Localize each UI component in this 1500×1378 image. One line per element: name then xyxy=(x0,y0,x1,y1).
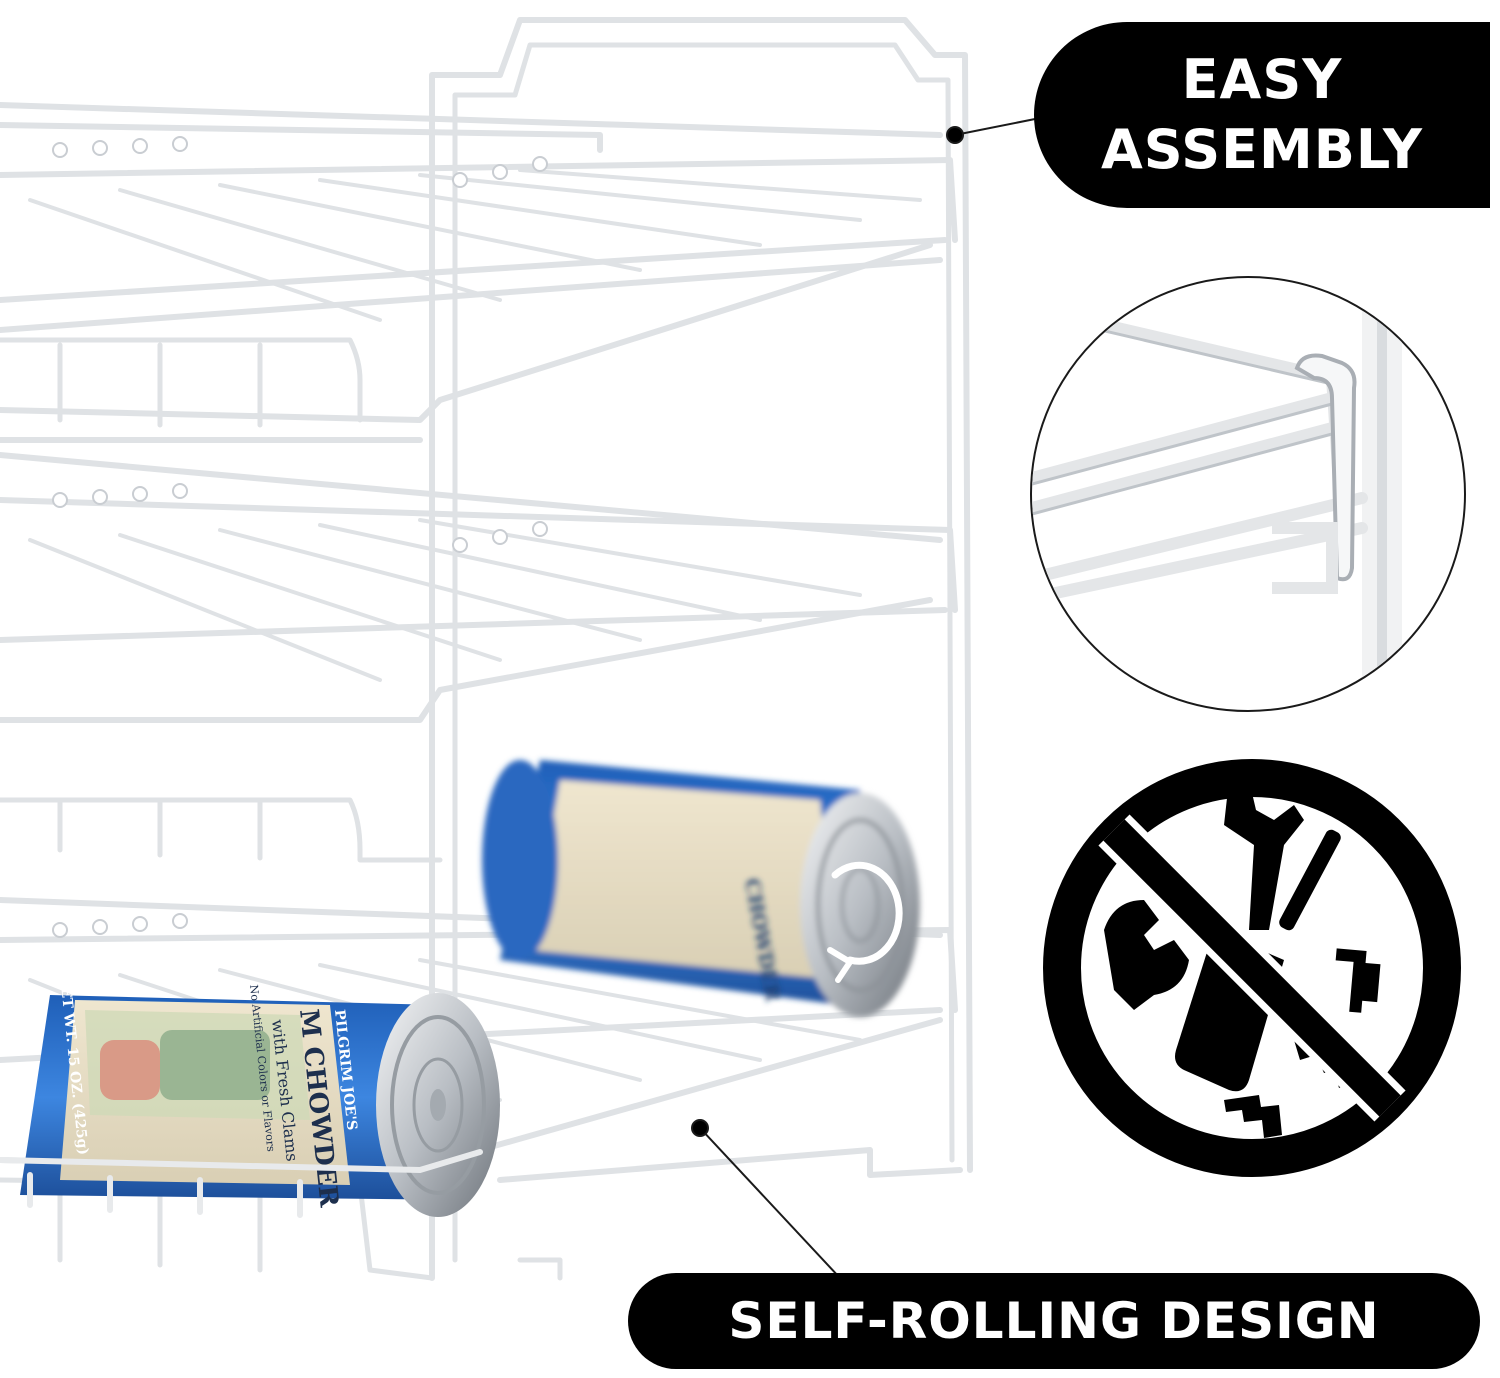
rotate-arrow-icon xyxy=(827,861,903,983)
front-lip-wire xyxy=(0,1149,483,1218)
self-rolling-label: SELF-ROLLING DESIGN xyxy=(728,1292,1380,1350)
easy-assembly-line1: EASY xyxy=(1181,48,1343,111)
no-tools-icon xyxy=(1043,759,1461,1177)
easy-assembly-callout: EASY ASSEMBLY xyxy=(1034,22,1490,208)
rack-stopper-notches xyxy=(52,136,548,938)
zoom-detail-icon xyxy=(1030,276,1466,712)
back-can xyxy=(482,760,920,1017)
leader-lines xyxy=(691,117,1041,1279)
front-can xyxy=(20,993,500,1217)
easy-assembly-line2: ASSEMBLY xyxy=(1100,118,1424,181)
hook-closeup xyxy=(1032,278,1402,710)
self-rolling-callout: SELF-ROLLING DESIGN xyxy=(628,1273,1480,1369)
